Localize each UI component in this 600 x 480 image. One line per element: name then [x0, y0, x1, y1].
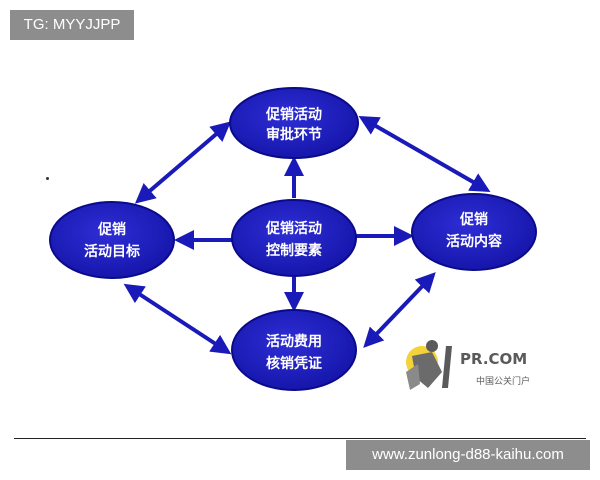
watermark-bottom-url: www.zunlong-d88-kaihu.com [346, 440, 590, 470]
logo-brand: PR.COM [460, 350, 527, 368]
node-approval-line2: 审批环节 [266, 126, 322, 143]
arrow-content-voucher [363, 272, 436, 348]
watermark-top-label: TG: MYYJJPP [10, 10, 134, 40]
arrow-approval-goal [134, 121, 232, 204]
stray-dot [46, 177, 49, 180]
pr-logo: PR.COM 中国公关门户 [406, 340, 530, 390]
node-content-line2: 活动内容 [446, 233, 502, 250]
node-control: 促销活动 控制要素 [231, 199, 357, 277]
logo-figure-icon [406, 340, 442, 390]
node-voucher-line1: 活动费用 [266, 333, 322, 350]
arrow-approval-content [358, 116, 491, 192]
logo-subtitle: 中国公关门户 [476, 375, 530, 387]
node-approval-line1: 促销活动 [265, 106, 322, 123]
node-goal: 促销 活动目标 [49, 201, 175, 279]
arrow-goal-voucher [123, 283, 232, 355]
node-content: 促销 活动内容 [411, 193, 537, 271]
node-control-line1: 促销活动 [265, 220, 322, 237]
node-voucher: 活动费用 核销凭证 [231, 309, 357, 391]
divider-line [14, 438, 586, 439]
node-content-line1: 促销 [459, 211, 488, 228]
node-goal-line1: 促销 [97, 221, 126, 238]
node-voucher-line2: 核销凭证 [266, 355, 322, 372]
node-control-line2: 控制要素 [266, 242, 322, 259]
node-goal-line2: 活动目标 [84, 243, 140, 260]
node-approval: 促销活动 审批环节 [229, 87, 359, 159]
